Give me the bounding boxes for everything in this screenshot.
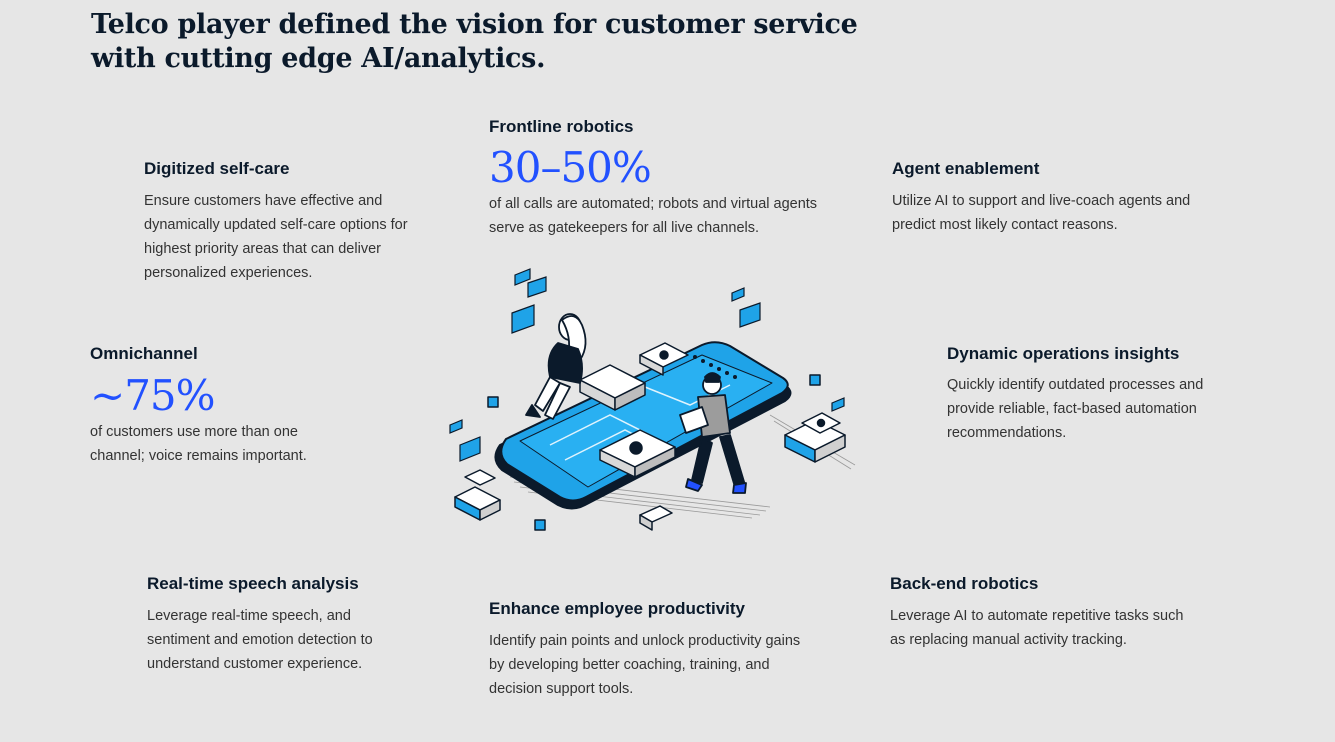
digitized-self-care-heading: Digitized self-care xyxy=(144,159,290,178)
man-figure xyxy=(679,372,747,494)
dynamic-operations-block: Dynamic operations insights Quickly iden… xyxy=(947,343,1217,445)
woman-figure xyxy=(525,313,587,420)
speech-analysis-text: Leverage real-time speech, and sentiment… xyxy=(147,608,373,672)
speech-analysis-heading: Real-time speech analysis xyxy=(147,574,359,593)
frontline-robotics-stat: 30–50% xyxy=(489,143,652,192)
dynamic-operations-text: Quickly identify outdated processes and … xyxy=(947,377,1204,441)
agent-enablement-block: Agent enablement Utilize AI to support a… xyxy=(892,158,1202,237)
speech-analysis-block: Real-time speech analysis Leverage real-… xyxy=(147,573,417,676)
omnichannel-heading: Omnichannel xyxy=(90,344,198,363)
frontline-robotics-text: of all calls are automated; robots and v… xyxy=(489,196,818,236)
employee-productivity-heading: Enhance employee productivity xyxy=(489,599,746,618)
page-title: Telco player defined the vision for cust… xyxy=(91,9,858,74)
frontline-robotics-heading: Frontline robotics xyxy=(489,117,634,136)
dynamic-operations-heading: Dynamic operations insights xyxy=(947,344,1180,363)
omnichannel-block: Omnichannel ~75% of customers use more t… xyxy=(90,343,340,468)
agent-enablement-text: Utilize AI to support and live-coach age… xyxy=(892,193,1191,233)
employee-productivity-text: Identify pain points and unlock producti… xyxy=(489,633,801,697)
employee-productivity-block: Enhance employee productivity Identify p… xyxy=(489,598,829,701)
digitized-self-care-text: Ensure customers have effective and dyna… xyxy=(144,193,408,281)
isometric-smartphone-people-illustration-icon xyxy=(449,268,856,531)
digitized-self-care-block: Digitized self-care Ensure customers hav… xyxy=(144,158,419,285)
omnichannel-text: of customers use more than one channel; … xyxy=(90,424,307,464)
frontline-robotics-block: Frontline robotics 30–50% of all calls a… xyxy=(489,116,849,240)
omnichannel-stat: ~75% xyxy=(90,371,216,420)
backend-robotics-block: Back-end robotics Leverage AI to automat… xyxy=(890,573,1200,652)
agent-enablement-heading: Agent enablement xyxy=(892,159,1040,178)
backend-robotics-heading: Back-end robotics xyxy=(890,574,1039,593)
backend-robotics-text: Leverage AI to automate repetitive tasks… xyxy=(890,608,1184,648)
